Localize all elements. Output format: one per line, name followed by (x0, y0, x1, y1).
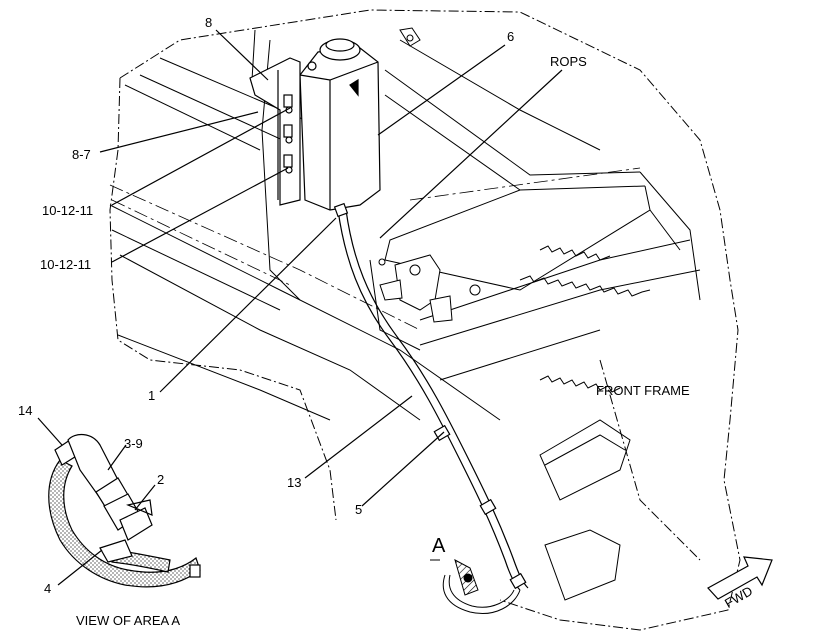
view-of-area-a-caption: VIEW OF AREA A (76, 613, 181, 628)
callout-10-12-11-lower: 10-12-11 (40, 257, 92, 272)
callout-13: 13 (287, 475, 302, 490)
fwd-arrow (707, 556, 773, 600)
frame-outline (109, 9, 741, 631)
serrated-strips (519, 245, 651, 393)
callout-5: 5 (355, 502, 363, 517)
front-frame-caption: FRONT FRAME (596, 383, 690, 398)
rops-hardware (378, 254, 481, 323)
center-lines (109, 167, 641, 331)
callout-3-9: 3-9 (124, 436, 143, 451)
mounting-bracket (249, 57, 301, 206)
callout-8-7: 8-7 (72, 147, 91, 162)
reservoir-tank (299, 38, 381, 211)
callout-2: 2 (157, 472, 165, 487)
callout-8: 8 (205, 15, 213, 30)
rops-clip (399, 27, 421, 47)
callout-1: 1 (148, 388, 156, 403)
callout-10-12-11-upper: 10-12-11 (42, 203, 94, 218)
callout-4: 4 (44, 581, 52, 596)
callout-area-a: A (432, 535, 446, 557)
leader-lines (37, 29, 563, 586)
callout-14: 14 (18, 403, 33, 418)
area-a-fitting (430, 559, 521, 614)
frame-slots (539, 419, 631, 601)
callout-rops: ROPS (550, 54, 587, 69)
overflow-hose (333, 202, 529, 591)
detail-fittings (54, 434, 201, 578)
callout-6: 6 (507, 29, 515, 44)
platform-lines (109, 29, 701, 421)
